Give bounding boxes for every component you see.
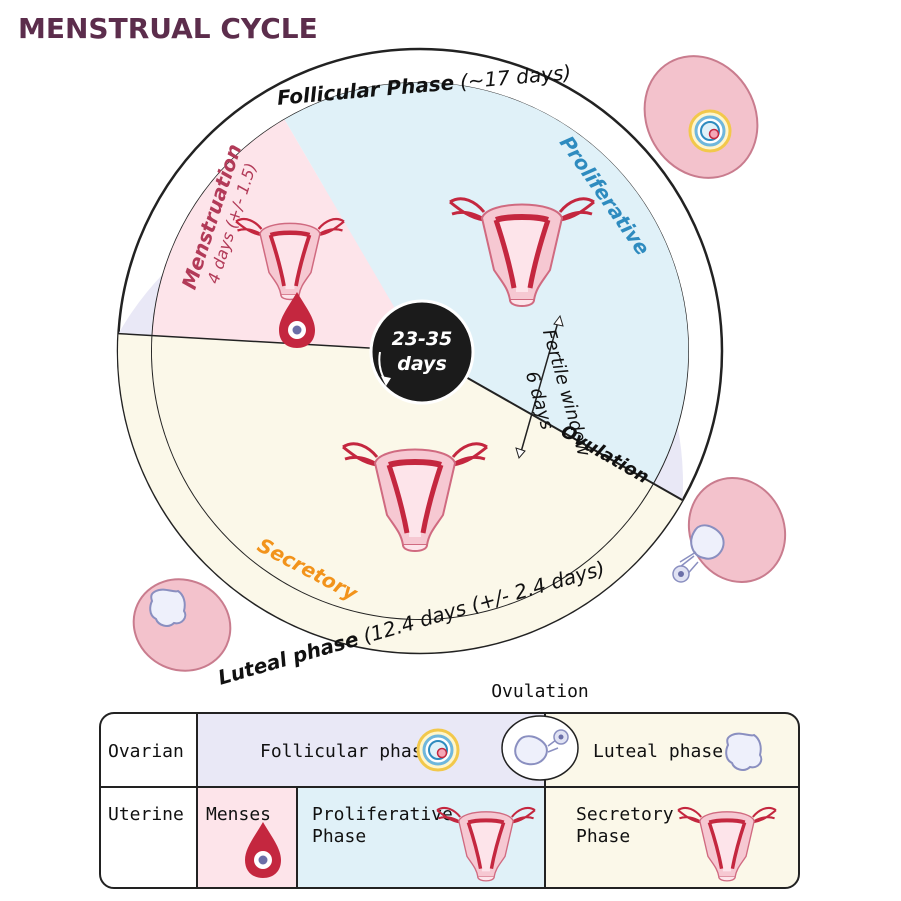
legend-menses: Menses <box>206 804 271 825</box>
legend-secretory-line1: Secretory <box>576 804 674 825</box>
page-title: MENSTRUAL CYCLE <box>18 12 318 45</box>
legend-proliferative-line2: Phase <box>312 826 366 847</box>
legend-row-uterine: Uterine <box>108 804 184 825</box>
legend-proliferative-line1: Proliferative <box>312 804 453 825</box>
ovary-icon <box>643 55 759 179</box>
proliferative-sector <box>284 82 689 484</box>
ovary-icon <box>132 578 232 672</box>
ovary-icon <box>672 477 787 583</box>
fertile-window-bracket <box>515 314 564 460</box>
legend-row-ovarian: Ovarian <box>108 741 184 762</box>
cycle-length-value: 23-35 <box>392 328 453 350</box>
cycle-length-unit: days <box>397 353 447 375</box>
legend-secretory-line2: Phase <box>576 826 630 847</box>
legend-luteal-phase: Luteal phase <box>593 741 723 762</box>
cycle-center: 23-35 days <box>369 299 475 405</box>
legend-ovulation-header: Ovulation <box>491 681 589 702</box>
legend-follicular-phase: Follicular phase <box>260 741 433 762</box>
follicle-icon <box>416 728 460 772</box>
